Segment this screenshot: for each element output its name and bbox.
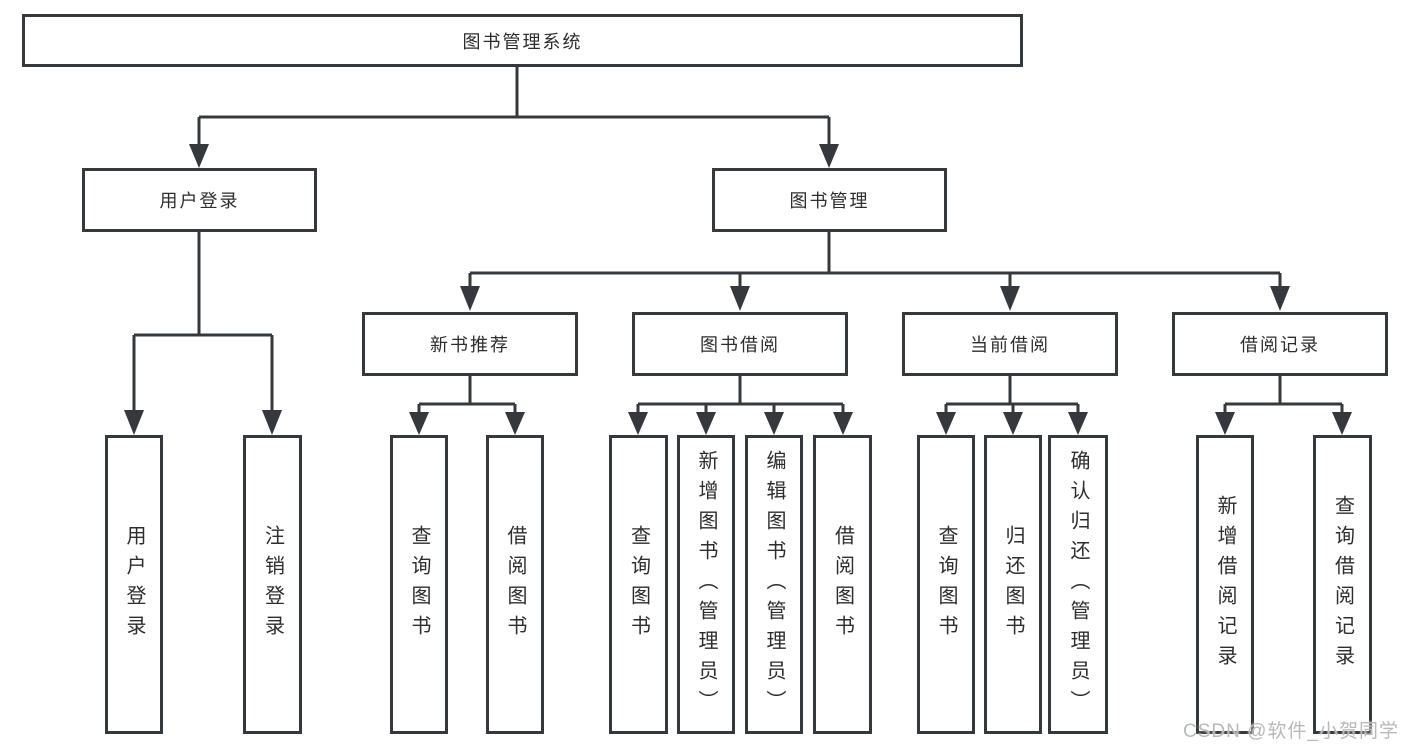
node-label: 图书管理系统: [462, 31, 583, 52]
leaf-query-books-2: 查询图书: [609, 435, 668, 734]
node-label: 图书管理: [789, 191, 870, 211]
node-book-borrowing: 图书借阅: [632, 312, 848, 376]
leaf-query-borrow-record: 查询借阅记录: [1313, 435, 1372, 734]
node-book-management: 图书管理: [712, 168, 947, 232]
node-label: 当前借阅: [970, 335, 1050, 355]
node-label: 新增借阅记录: [1214, 494, 1236, 675]
leaf-edit-books-admin: 编辑图书（管理员）: [745, 435, 803, 734]
node-label: 确认归还（管理员）: [1067, 449, 1089, 720]
node-borrow-records: 借阅记录: [1172, 312, 1388, 376]
node-current-borrowing: 当前借阅: [902, 312, 1118, 376]
csdn-watermark: CSDN @软件_小贺同学: [1183, 721, 1399, 742]
leaf-query-books-1: 查询图书: [390, 435, 448, 734]
node-label: 归还图书: [1002, 524, 1024, 645]
leaf-confirm-return-admin: 确认归还（管理员）: [1048, 435, 1108, 734]
node-label: 查询图书: [935, 524, 957, 645]
node-library-management-system: 图书管理系统: [22, 14, 1023, 67]
node-label: 用户登录: [159, 191, 240, 211]
node-label: 用户登录: [123, 524, 145, 645]
leaf-user-login: 用户登录: [105, 435, 163, 734]
node-label: 编辑图书（管理员）: [763, 449, 785, 720]
node-new-book-recommend: 新书推荐: [362, 312, 578, 376]
arrowheads: [124, 144, 1352, 435]
node-label: 图书借阅: [700, 335, 780, 355]
node-label: 借阅记录: [1240, 335, 1320, 355]
leaf-borrow-books-2: 借阅图书: [813, 435, 872, 734]
node-label: 借阅图书: [831, 524, 854, 645]
node-label: 新增图书（管理员）: [695, 449, 717, 720]
leaf-add-books-admin: 新增图书（管理员）: [677, 435, 735, 734]
leaf-return-books: 归还图书: [984, 435, 1042, 734]
leaf-add-borrow-record: 新增借阅记录: [1196, 435, 1254, 734]
node-user-login: 用户登录: [82, 168, 317, 232]
node-label: 借阅图书: [504, 524, 526, 645]
node-label: 注销登录: [261, 524, 284, 645]
node-label: 查询图书: [627, 524, 650, 645]
leaf-borrow-books-1: 借阅图书: [486, 435, 544, 734]
node-label: 新书推荐: [430, 335, 510, 355]
node-label: 查询借阅记录: [1331, 494, 1354, 675]
leaf-query-books-3: 查询图书: [917, 435, 975, 734]
leaf-logout: 注销登录: [243, 435, 302, 734]
connector-paths: [132, 66, 1344, 413]
node-label: 查询图书: [408, 524, 430, 645]
